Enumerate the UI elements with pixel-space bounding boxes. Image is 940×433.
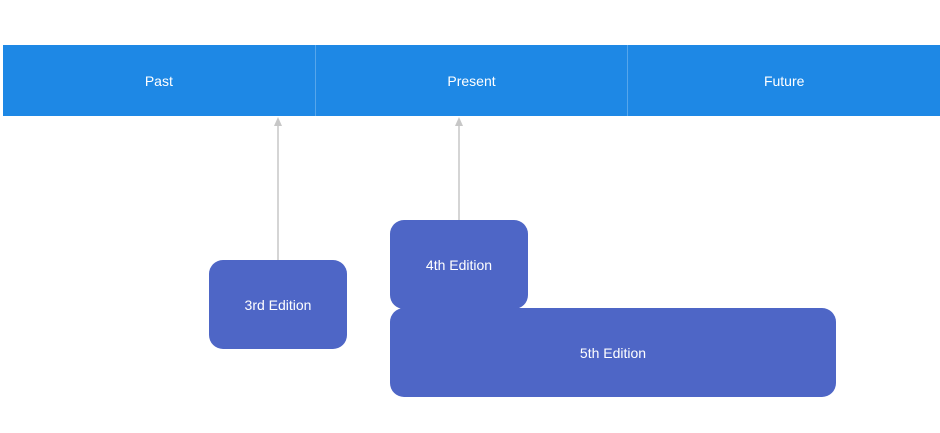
connector-3rd-edition-to-past	[274, 117, 282, 260]
period-label: Present	[447, 72, 496, 89]
edition-3rd: 3rd Edition	[209, 260, 347, 349]
edition-5th: 5th Edition	[390, 308, 836, 397]
edition-label: 5th Edition	[579, 344, 647, 361]
edition-label: 3rd Edition	[244, 296, 312, 313]
period-label: Future	[763, 72, 805, 89]
period-label: Past	[144, 72, 173, 89]
connector-4th-edition-to-present	[455, 117, 463, 220]
edition-label: 4th Edition	[425, 256, 493, 273]
period-past: Past	[3, 45, 316, 116]
period-future: Future	[628, 45, 940, 116]
edition-4th: 4th Edition	[390, 220, 528, 309]
timeline-bar: Past Present Future	[3, 45, 940, 116]
period-present: Present	[316, 45, 629, 116]
